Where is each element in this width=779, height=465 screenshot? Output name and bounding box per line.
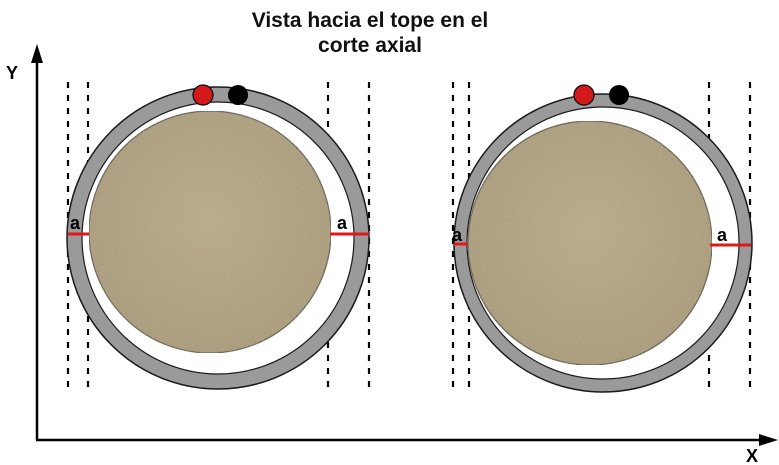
gap-label: a [452,225,463,245]
gap-label: a [717,225,728,245]
red-dot-marker-icon [573,84,595,106]
gap-label: a [337,213,348,233]
x-axis-arrow-icon [759,434,778,446]
black-dot-marker-icon [609,85,629,105]
assembly-left: a a [66,84,370,390]
core-sample-right [467,120,713,366]
black-dot-marker-icon [228,85,248,105]
core-sample-left [88,110,332,354]
diagram-title: Vista hacia el tope en el corte axial [200,8,540,58]
x-axis-label: X [746,446,758,465]
title-line-1: Vista hacia el tope en el [251,9,489,32]
axes: Y X [6,44,778,465]
assembly-right: a a [452,84,753,393]
red-dot-marker-icon [192,84,214,106]
title-line-2: corte axial [318,34,422,57]
y-axis-arrow-icon [31,44,43,63]
gap-label: a [70,213,81,233]
y-axis-label: Y [6,63,18,83]
